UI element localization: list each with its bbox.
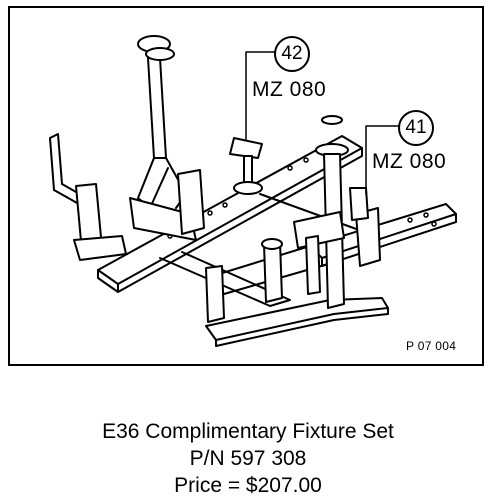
product-title: E36 Complimentary Fixture Set [102, 420, 394, 443]
figure-reference: P 07 004 [406, 339, 457, 353]
callout-41-tool: MZ 080 [372, 150, 447, 173]
callout-42-tool: MZ 080 [252, 78, 327, 101]
callout-41-badge: 41 [398, 110, 434, 146]
price: Price = $207.00 [174, 474, 322, 497]
callout-42-badge: 42 [274, 36, 310, 72]
fixture-diagram: 42 MZ 080 41 MZ 080 P 07 004 [8, 6, 484, 366]
fixture-illustration [49, 35, 457, 347]
part-number: P/N 597 308 [189, 447, 307, 470]
callout-41-number: 41 [405, 117, 427, 138]
callout-42-number: 42 [281, 43, 303, 64]
product-caption: E36 Complimentary Fixture Set P/N 597 30… [0, 418, 496, 499]
